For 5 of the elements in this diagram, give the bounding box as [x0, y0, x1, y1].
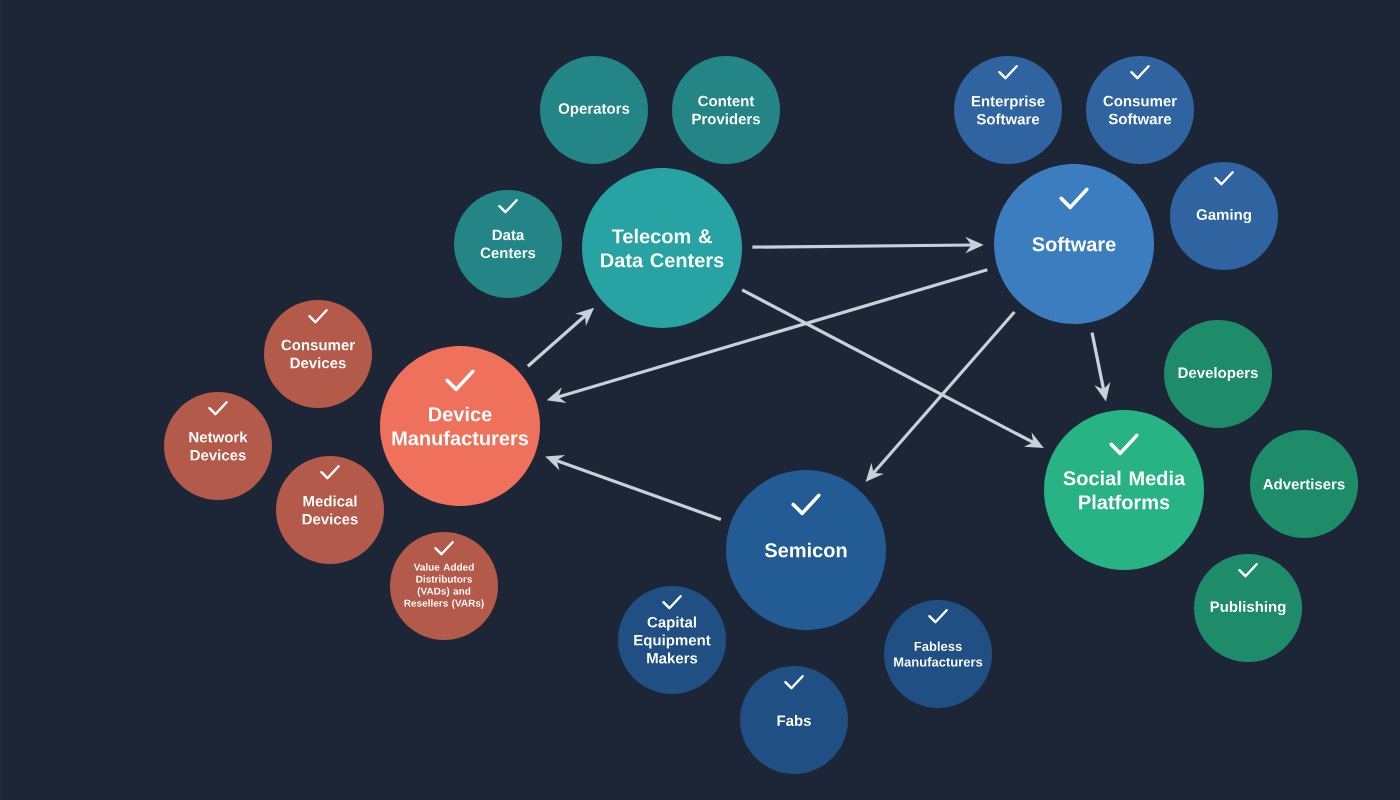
circle-node: Telecom & Data Centers: [582, 168, 742, 328]
circle-node: Semicon: [726, 470, 886, 630]
circle-node: Social Media Platforms: [1044, 410, 1204, 570]
circle-node: Software: [994, 164, 1154, 324]
circle-node: Device Manufacturers: [380, 346, 540, 506]
